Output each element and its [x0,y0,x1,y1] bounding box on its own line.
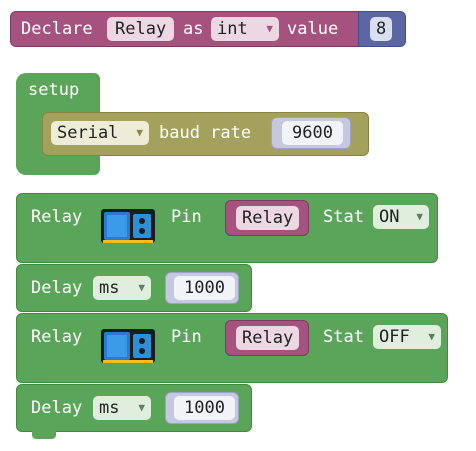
declare-as-label: as [183,19,204,39]
delay-unit-dropdown[interactable]: ms ▼ [93,276,151,300]
delay-value-socket[interactable]: 1000 [165,392,239,424]
setup-bottom-bar [16,158,100,174]
declare-label: Declare [21,19,93,39]
declare-type-dropdown[interactable]: int ▼ [211,17,279,41]
declare-value-block[interactable]: 8 [358,11,406,47]
declare-block[interactable]: Declare Relay as int ▼ value [10,11,370,47]
delay-block-2[interactable]: Delay ms ▼ 1000 [16,384,252,432]
delay-block-1[interactable]: Delay ms ▼ 1000 [16,264,252,312]
stat-value: OFF [379,327,410,347]
pin-label: Pin [171,327,202,347]
relay-module-icon [101,209,155,243]
pin-variable[interactable]: Relay [236,206,300,230]
pin-socket[interactable]: Relay [225,200,309,236]
pin-label: Pin [171,207,202,227]
delay-unit-value: ms [99,278,120,298]
relay-block-off[interactable]: Relay Pin Relay Stat OFF ▼ [16,313,448,383]
serial-baud-block[interactable]: Serial ▼ baud rate 9600 [42,112,369,156]
relay-block-label: Relay [31,327,83,347]
stat-dropdown[interactable]: OFF ▼ [373,325,441,349]
dropdown-arrow-icon: ▼ [138,281,145,294]
baud-rate-socket[interactable]: 9600 [271,117,351,149]
stat-label: Stat [323,207,364,227]
stat-value: ON [379,207,400,227]
dropdown-arrow-icon: ▼ [266,22,273,35]
dropdown-arrow-icon: ▼ [428,330,435,343]
baud-rate-label: baud rate [159,123,252,143]
dropdown-arrow-icon: ▼ [138,401,145,414]
declare-value-field[interactable]: 8 [370,17,393,41]
delay-label: Delay [31,398,83,418]
serial-port-value: Serial [57,123,119,143]
delay-unit-dropdown[interactable]: ms ▼ [93,396,151,420]
setup-label: setup [28,80,80,100]
delay-value[interactable]: 1000 [174,396,235,420]
block-bottom-tab [32,431,56,439]
dropdown-arrow-icon: ▼ [136,126,143,139]
relay-module-icon [101,329,155,363]
relay-block-label: Relay [31,207,83,227]
declare-type-value: int [217,19,248,39]
pin-variable[interactable]: Relay [236,326,300,350]
delay-value-socket[interactable]: 1000 [165,272,239,304]
dropdown-arrow-icon: ▼ [416,210,423,223]
serial-port-dropdown[interactable]: Serial ▼ [51,121,149,145]
delay-value[interactable]: 1000 [174,276,235,300]
declare-variable-name[interactable]: Relay [107,17,175,41]
relay-block-on[interactable]: Relay Pin Relay Stat ON ▼ [16,193,438,263]
stat-dropdown[interactable]: ON ▼ [373,205,429,229]
declare-value-label: value [287,19,339,39]
pin-socket[interactable]: Relay [225,320,309,356]
delay-unit-value: ms [99,398,120,418]
delay-label: Delay [31,278,83,298]
baud-rate-value[interactable]: 9600 [282,121,343,145]
stat-label: Stat [323,327,364,347]
